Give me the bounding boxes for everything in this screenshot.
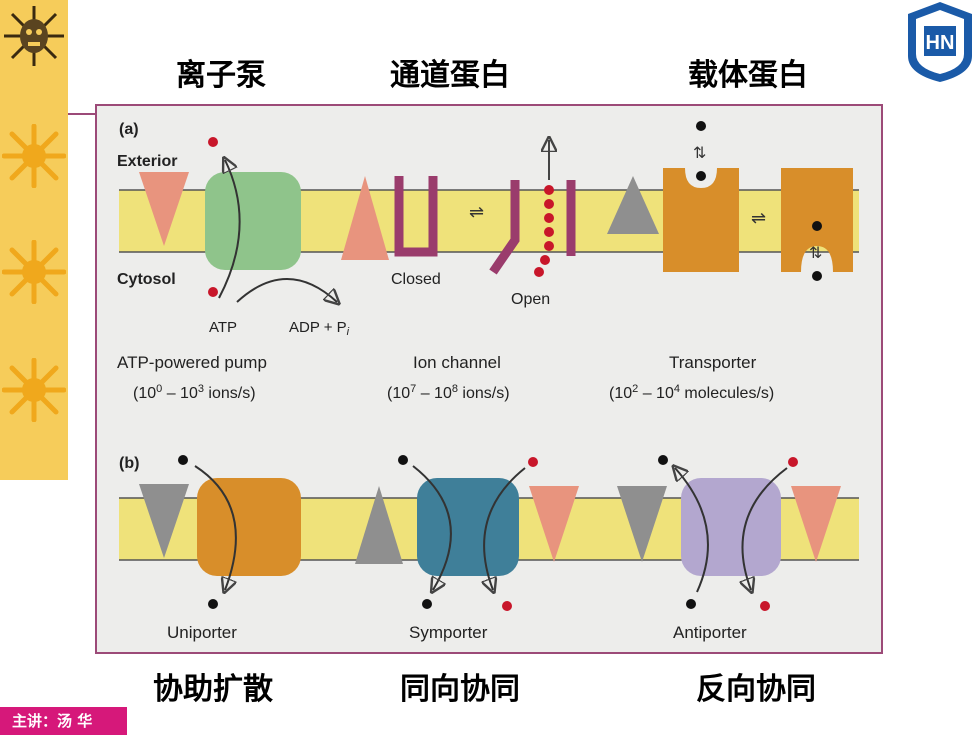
ion-dot bbox=[528, 457, 538, 467]
equilibrium-arrows: ⇅ bbox=[809, 245, 822, 262]
antiporter-label: Antiporter bbox=[673, 623, 747, 642]
ion-dot bbox=[208, 137, 218, 147]
uniport-arrow bbox=[194, 465, 237, 590]
tribal-mask-icon bbox=[4, 6, 64, 66]
atp-hydrolysis-arrow bbox=[236, 278, 337, 302]
symporter-label: Symporter bbox=[409, 623, 488, 642]
gradient-triangle bbox=[529, 486, 579, 562]
solute-dot bbox=[686, 599, 696, 609]
equilibrium-arrows: ⇅ bbox=[693, 145, 706, 162]
exterior-label: Exterior bbox=[117, 153, 177, 170]
equilibrium-arrows: ⇌ bbox=[751, 208, 766, 228]
antiport-arrow-out bbox=[675, 468, 709, 593]
uniporter-protein bbox=[197, 478, 301, 576]
channel-rate: (107 – 108 ions/s) bbox=[387, 383, 510, 402]
pump-transport-arrow bbox=[218, 160, 241, 299]
title-carrier-protein: 载体蛋白 bbox=[688, 58, 808, 93]
title-symport: 同向协同 bbox=[400, 672, 520, 707]
symporter-protein bbox=[417, 478, 519, 576]
antiporter-protein bbox=[681, 478, 781, 576]
ion-dot bbox=[502, 601, 512, 611]
sun-icon bbox=[2, 124, 66, 188]
open-channel-left bbox=[489, 180, 520, 275]
closed-channel bbox=[394, 176, 438, 257]
pump-rate: (100 – 103 ions/s) bbox=[133, 383, 256, 402]
ion-stream bbox=[534, 185, 554, 277]
solute-dot bbox=[696, 171, 706, 181]
solute-dot bbox=[178, 455, 188, 465]
ion-dot bbox=[760, 601, 770, 611]
gradient-triangle bbox=[607, 176, 659, 234]
ion-dot bbox=[788, 457, 798, 467]
title-antiport: 反向协同 bbox=[696, 672, 816, 707]
uniporter-label: Uniporter bbox=[167, 623, 237, 642]
cytosol-label: Cytosol bbox=[117, 271, 176, 288]
gradient-triangle bbox=[791, 486, 841, 562]
equilibrium-arrows: ⇌ bbox=[469, 202, 484, 222]
title-channel-protein: 通道蛋白 bbox=[390, 58, 510, 93]
channel-caption: Ion channel bbox=[413, 353, 501, 372]
left-decorative-strip bbox=[0, 0, 68, 480]
closed-label: Closed bbox=[391, 271, 441, 288]
sun-icon bbox=[2, 240, 66, 304]
logo-initials: HN bbox=[926, 32, 955, 54]
gradient-triangle bbox=[139, 484, 189, 558]
title-ion-pump: 离子泵 bbox=[176, 58, 266, 93]
gradient-triangle bbox=[355, 486, 403, 564]
ion-dot bbox=[208, 287, 218, 297]
adp-subscript: i bbox=[347, 326, 350, 338]
presenter-badge: 主讲：汤 华 bbox=[0, 707, 127, 735]
title-facilitated-diffusion: 协助扩散 bbox=[153, 672, 273, 707]
solute-dot bbox=[696, 121, 706, 131]
gradient-triangle bbox=[139, 172, 189, 246]
atp-label: ATP bbox=[209, 319, 237, 336]
symport-arrow-2 bbox=[484, 467, 526, 590]
adp-label: ADP + P bbox=[289, 319, 347, 336]
solute-dot bbox=[422, 599, 432, 609]
open-label: Open bbox=[511, 291, 550, 308]
solute-dot bbox=[398, 455, 408, 465]
gradient-triangle bbox=[617, 486, 667, 562]
gradient-triangle bbox=[341, 176, 389, 260]
transporter-rate: (102 – 104 molecules/s) bbox=[609, 383, 774, 402]
transport-figure: (a) Exterior Cytosol ATP ADP + Pi ⇌ Clos… bbox=[95, 104, 883, 654]
pump-caption: ATP-powered pump bbox=[117, 353, 267, 372]
panel-b-label: (b) bbox=[119, 455, 139, 472]
solute-dot bbox=[658, 455, 668, 465]
atp-pump-protein bbox=[205, 172, 301, 270]
accent-line bbox=[68, 113, 96, 115]
solute-dot bbox=[812, 271, 822, 281]
symport-arrow-1 bbox=[412, 465, 452, 590]
antiport-arrow-in bbox=[742, 467, 788, 590]
panel-a-label: (a) bbox=[119, 121, 139, 138]
transport-diagram: (a) Exterior Cytosol ATP ADP + Pi ⇌ Clos… bbox=[117, 121, 859, 642]
transporter-inward bbox=[781, 168, 853, 272]
solute-dot bbox=[812, 221, 822, 231]
transporter-caption: Transporter bbox=[669, 353, 757, 372]
solute-dot bbox=[208, 599, 218, 609]
sun-icon bbox=[2, 358, 66, 422]
svg-text:ADP + Pi: ADP + Pi bbox=[289, 319, 350, 338]
university-logo: HN bbox=[904, 0, 976, 84]
transporter-outward bbox=[663, 168, 739, 272]
